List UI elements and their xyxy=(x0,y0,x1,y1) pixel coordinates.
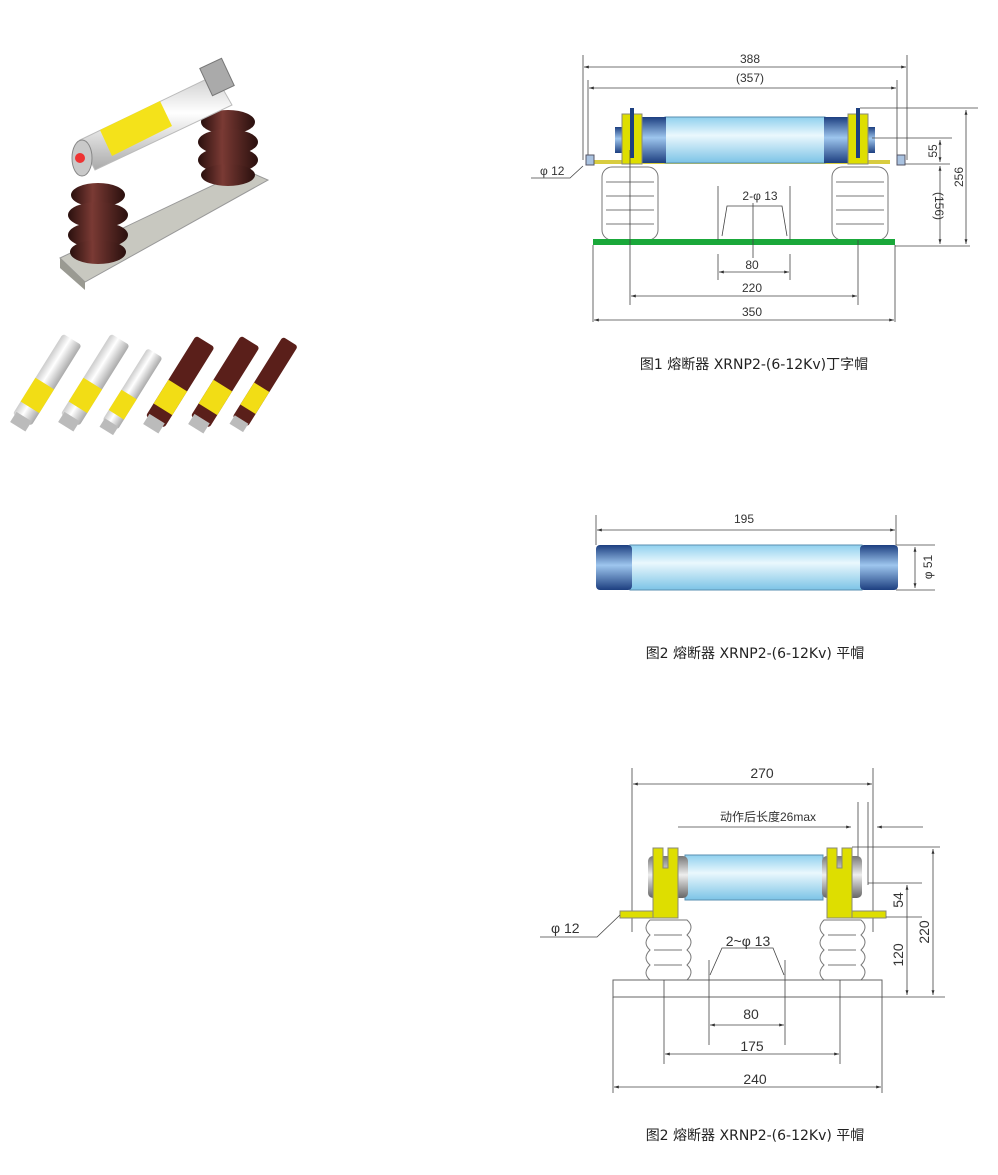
dim-hole-dia: φ 12 xyxy=(551,920,580,936)
dim-357: (357) xyxy=(736,71,764,85)
dim-220: 220 xyxy=(916,920,932,944)
figure-3-caption: 图2 熔断器 XRNP2-(6-12Kv) 平帽 xyxy=(646,1128,865,1144)
dim-after-operation: 动作后长度26max xyxy=(720,809,816,824)
dim-270: 270 xyxy=(750,765,774,781)
dim-80: 80 xyxy=(743,1006,759,1022)
dim-156: (156) xyxy=(932,192,946,220)
figure-3-drawing: 270 动作后长度26max φ 12 2~φ 13 80 175 240 54… xyxy=(540,765,945,1144)
dim-350: 350 xyxy=(742,305,762,319)
figure-1-drawing: 388 (357) φ 12 2-φ 13 80 220 350 55 256 … xyxy=(531,52,978,373)
dim-55: 55 xyxy=(926,144,940,158)
dim-388: 388 xyxy=(740,52,760,66)
dim-195: 195 xyxy=(734,512,754,526)
dim-240: 240 xyxy=(743,1071,767,1087)
dim-holes: 2~φ 13 xyxy=(726,933,771,949)
dim-120: 120 xyxy=(890,943,906,967)
dim-175: 175 xyxy=(740,1038,764,1054)
dim-hole-dia: φ 12 xyxy=(540,164,565,178)
fuse-with-base-photo xyxy=(59,57,270,290)
dim-54: 54 xyxy=(890,892,906,908)
dim-256: 256 xyxy=(952,167,966,187)
figure-1-caption: 图1 熔断器 XRNP2-(6-12Kv)丁字帽 xyxy=(640,357,868,373)
figure-2-drawing: 195 φ 51 图2 熔断器 XRNP2-(6-12Kv) 平帽 xyxy=(595,512,935,662)
dim-51: φ 51 xyxy=(921,554,935,579)
dim-220: 220 xyxy=(742,281,762,295)
dim-holes: 2-φ 13 xyxy=(742,189,777,203)
dim-80: 80 xyxy=(745,258,759,272)
figure-2-caption: 图2 熔断器 XRNP2-(6-12Kv) 平帽 xyxy=(646,646,865,662)
fuse-cartridges-photo xyxy=(10,334,297,436)
